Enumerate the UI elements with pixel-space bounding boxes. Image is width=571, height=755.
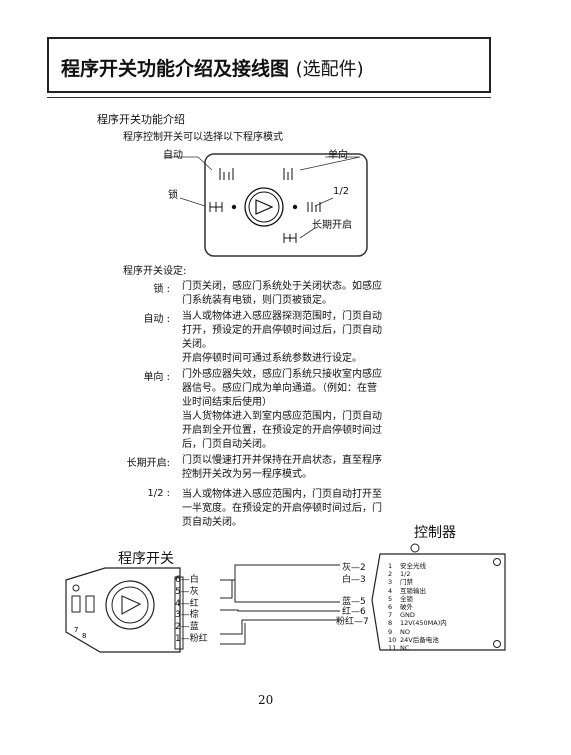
text-line: 一半宽度。在预设定的开启停顿时间过后，门 — [182, 503, 382, 514]
setting-label-oneway: 单向 : — [143, 372, 170, 383]
label-lock: 锁 — [168, 190, 178, 201]
text-line: 当人或物体进入感应范围内，门页自动打开至 — [182, 489, 382, 500]
text-line: 器信号。感应门成为单向通道。（例如：在营 — [182, 383, 377, 394]
divider — [47, 97, 491, 98]
label-half: 1/2 — [333, 186, 350, 197]
controller-title: 控制器 — [414, 525, 456, 541]
switch-title: 程序开关 — [118, 551, 174, 567]
svg-text:8: 8 — [82, 632, 86, 640]
setting-label-longopen: 长期开启: — [126, 458, 170, 469]
text-line: 打开，预设定的开启停顿时间过后，门页自动 — [182, 325, 382, 336]
switch-terminal: 4—红 — [175, 598, 199, 609]
setting-text-longopen: 门页以慢速打开并保持在开启状态，直至程序 控制开关改为另一程序模式。 — [182, 454, 404, 482]
wiring-diagram: 78 — [65, 543, 506, 653]
switch-terminal: 3—棕 — [175, 610, 199, 621]
text-line: 关闭。 — [182, 339, 212, 350]
text-line: 当人或物体进入感应器探测范围时，门页自动 — [182, 311, 382, 322]
text-line: 开启停顿时间可通过系统参数进行设定。 — [182, 353, 362, 364]
switch-terminal: 6—白 — [175, 575, 199, 585]
text-line: 业时间结束后使用） — [182, 397, 272, 408]
section-subtitle: 程序控制开关可以选择以下程序模式 — [123, 132, 283, 143]
label-oneway: 单向 — [328, 150, 348, 161]
text-line: 门外感应器失效，感应门系统只接收室内感应 — [182, 369, 382, 380]
wire-label: 白—3 — [342, 575, 366, 585]
wire-label: 粉红—7 — [336, 617, 369, 627]
label-longopen: 长期开启 — [312, 220, 352, 231]
title-box: 程序开关功能介绍及接线图 (选配件) — [47, 37, 491, 93]
text-line: 门页关闭，感应门系统处于关闭状态。如感应 — [182, 281, 382, 292]
page-number: 20 — [258, 693, 274, 707]
text-line: 门页以慢速打开并保持在开启状态，直至程序 — [182, 455, 382, 466]
text-line: 控制开关改为另一程序模式。 — [182, 469, 312, 480]
wire-label: 灰—2 — [342, 563, 366, 573]
setting-text-half: 当人或物体进入感应范围内，门页自动打开至 一半宽度。在预设定的开启停顿时间过后，… — [182, 488, 404, 530]
text-line: 当人货物体进入到室内感应范围内，门页自动 — [182, 411, 382, 422]
switch-terminal: 2—蓝 — [175, 622, 199, 633]
setting-label-auto: 自动 : — [143, 314, 170, 325]
wire-label: 蓝—5 — [342, 597, 366, 607]
text-line: 页自动关闭。 — [182, 517, 242, 528]
wire-label: 红—6 — [342, 607, 366, 617]
page-title: 程序开关功能介绍及接线图 (选配件) — [61, 58, 364, 80]
page-subtitle: (选配件) — [295, 59, 364, 80]
switch-terminal-list: 6—白 5—灰 4—红 3—棕 2—蓝 1—粉红 — [175, 575, 208, 646]
setting-label-lock: 锁 : — [153, 284, 170, 295]
section-title: 程序开关功能介绍 — [97, 113, 185, 126]
text-line: 后，门页自动关闭。 — [182, 439, 272, 450]
setting-text-auto: 当人或物体进入感应器探测范围时，门页自动 打开，预设定的开启停顿时间过后，门页自… — [182, 310, 404, 366]
svg-text:7: 7 — [74, 626, 78, 634]
switch-terminal-7-8: 78 — [74, 626, 86, 640]
switch-terminal: 1—粉红 — [175, 633, 208, 644]
settings-title: 程序开关设定: — [123, 266, 187, 277]
text-line: 门系统装有电锁，则门页被锁定。 — [182, 295, 332, 306]
switch-terminal: 5—灰 — [175, 586, 199, 597]
text-line: 开启到全开位置，在预设定的开启停顿时间过 — [182, 425, 382, 436]
program-switch-dial-diagram — [164, 153, 368, 257]
setting-text-lock: 门页关闭，感应门系统处于关闭状态。如感应 门系统装有电锁，则门页被锁定。 — [182, 280, 404, 308]
label-auto: 自动 — [163, 150, 183, 161]
setting-text-oneway: 门外感应器失效，感应门系统只接收室内感应 器信号。感应门成为单向通道。（例如：在… — [182, 368, 404, 452]
setting-label-half: 1/2 : — [147, 488, 170, 499]
